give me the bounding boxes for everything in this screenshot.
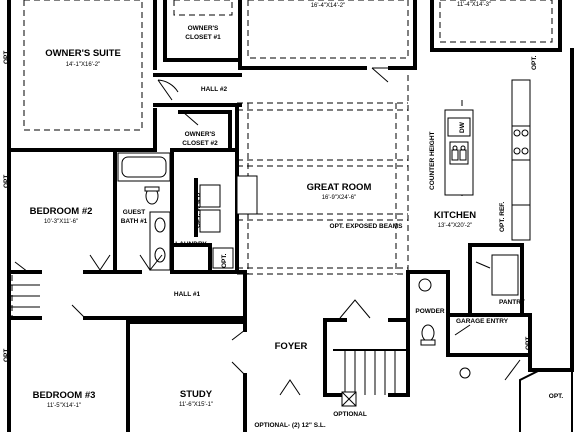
study-label: STUDY	[180, 389, 213, 400]
bedroom-2-label: BEDROOM #2	[30, 206, 93, 217]
top-center-room-dim: 16'-4"X14'-2"	[311, 3, 346, 9]
opt-note-3: OPT.	[3, 347, 10, 362]
doors	[9, 67, 573, 432]
owners-closet-1-label-2: CLOSET #1	[185, 34, 221, 41]
owners-closet-1-label: OWNER'S	[188, 25, 219, 32]
great-room-label: GREAT ROOM	[307, 182, 372, 193]
owners-suite-dim: 14'-1"X16'-2"	[66, 62, 101, 68]
garage-entry-label: GARAGE ENTRY	[456, 318, 509, 325]
owners-suite-label: OWNER'S SUITE	[45, 48, 121, 59]
study-dim: 11'-6"X15'-1"	[179, 402, 213, 408]
owners-closet-2-label: OWNER'S	[185, 131, 216, 138]
opt-note-1: OPT.	[3, 49, 10, 64]
powder-label: POWDER	[415, 308, 445, 315]
opt-note-laundry: OPT.	[221, 253, 228, 268]
hall-1-label: HALL #1	[174, 291, 201, 298]
guest-bath-label: GUEST	[123, 209, 145, 216]
owners-closet-2-label-2: CLOSET #2	[182, 140, 218, 147]
pantry-label: PANTRY	[499, 299, 526, 306]
washer-dryer-label: OPT. W & D	[195, 192, 202, 228]
dishwasher-label: DW	[459, 121, 466, 133]
kitchen-label: KITCHEN	[434, 210, 476, 221]
optional-fridge-label: OPT. REF.	[499, 201, 506, 232]
guest-bath-label-2: BATH #1	[121, 218, 148, 225]
optional-sidelites-label: OPTIONAL- (2) 12" S.L.	[254, 422, 326, 429]
counter-height-label: COUNTER HEIGHT	[429, 131, 436, 190]
foyer-label: FOYER	[275, 341, 308, 352]
hall-2-label: HALL #2	[201, 86, 228, 93]
opt-note-2: OPT.	[3, 173, 10, 188]
walls	[7, 0, 574, 432]
opt-note-kitchen: OPT.	[531, 55, 538, 70]
bedroom-3-dim: 11'-5"X14'-1"	[47, 403, 81, 409]
exposed-beams-note: OPT. EXPOSED BEAMS	[330, 223, 404, 230]
kitchen-fixtures	[444, 79, 531, 296]
top-right-room-dim: 11'-4"X14'-3"	[457, 2, 491, 8]
great-room-dim: 16'-9"X24'-6"	[322, 195, 357, 201]
laundry-label: LAUNDRY	[175, 241, 207, 248]
bath-fixtures	[117, 152, 471, 379]
bedroom-3-label: BEDROOM #3	[33, 390, 96, 401]
opt-note-bay: OPT.	[549, 393, 564, 400]
opt-note-garage: OPT.	[525, 335, 532, 350]
bedroom-2-dim: 10'-3"X11'-6"	[44, 219, 78, 225]
kitchen-dim: 13'-4"X20'-2"	[438, 223, 473, 229]
optional-label: OPTIONAL	[333, 411, 367, 418]
labels: OWNER'S SUITE 14'-1"X16'-2" OWNER'S CLOS…	[3, 2, 563, 429]
